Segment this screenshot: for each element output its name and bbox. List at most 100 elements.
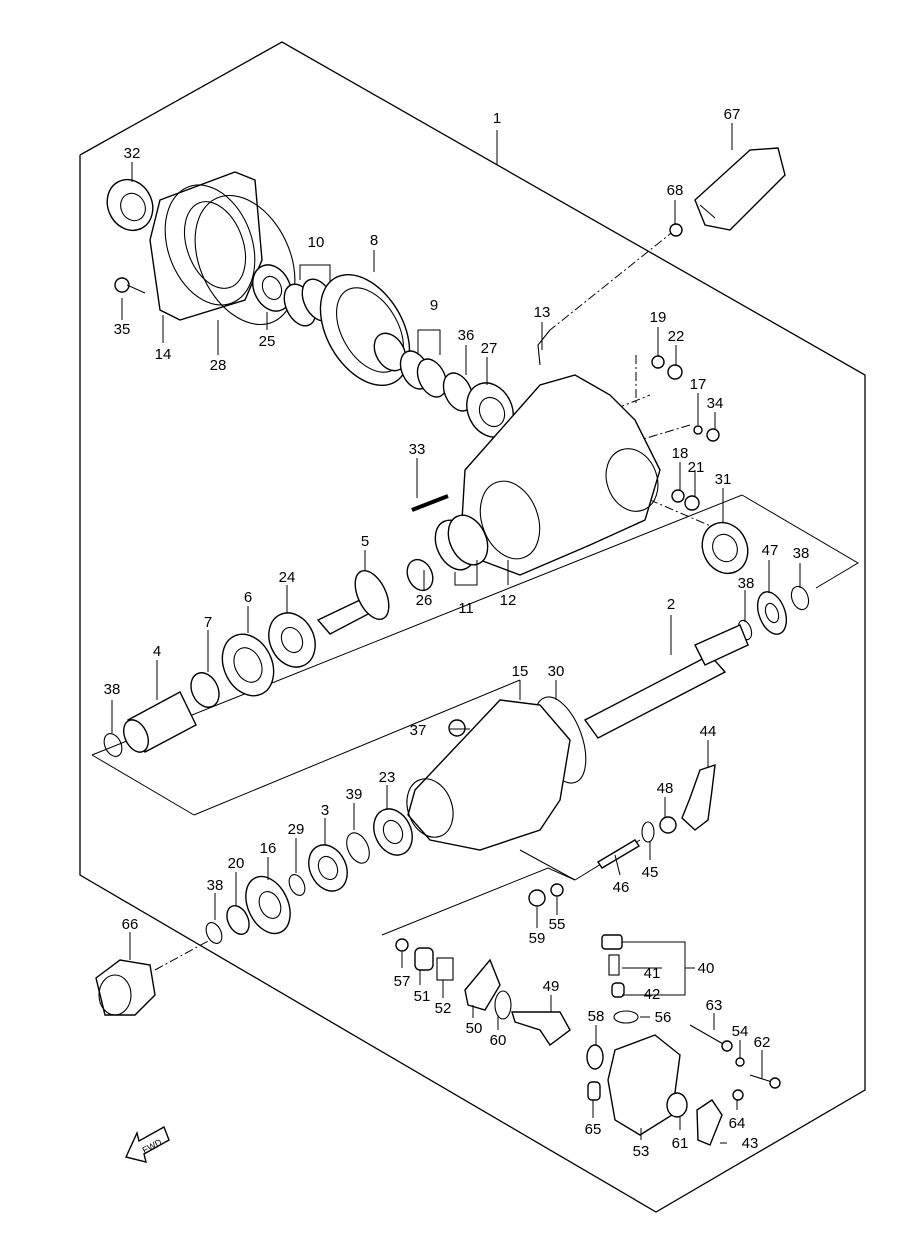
fwd-arrow-icon: FWD [125, 1125, 170, 1163]
label-14: 14 [155, 346, 172, 363]
plug-21 [684, 495, 700, 511]
label-23: 23 [379, 769, 396, 786]
seal-58 [586, 1044, 604, 1070]
label-48: 48 [657, 780, 674, 797]
lever-43 [696, 1099, 723, 1146]
label-24: 24 [279, 569, 296, 586]
label-45: 45 [642, 864, 659, 881]
oil-seal-32 [106, 178, 154, 232]
label-6: 6 [244, 589, 252, 606]
label-26: 26 [416, 592, 433, 609]
washer-55 [550, 883, 564, 897]
label-58: 58 [588, 1008, 605, 1025]
label-11: 11 [458, 600, 474, 617]
label-61: 61 [672, 1135, 689, 1152]
oil-seal-31 [701, 521, 749, 575]
shims-11 [434, 514, 489, 571]
label-59: 59 [529, 930, 546, 947]
label-29: 29 [288, 821, 305, 838]
label-20: 20 [228, 855, 245, 872]
label-35: 35 [114, 321, 131, 338]
o-ring-28 [194, 194, 296, 326]
label-51: 51 [414, 988, 431, 1005]
label-19: 19 [650, 309, 667, 326]
washer-18 [671, 489, 685, 503]
label-55: 55 [549, 916, 566, 933]
needle-bearing-26 [406, 558, 434, 592]
bearing-case-14 [149, 171, 263, 321]
plug-22 [667, 364, 683, 380]
pin-65 [587, 1081, 601, 1101]
label-33: 33 [409, 441, 426, 458]
label-32: 32 [124, 145, 141, 162]
label-54: 54 [732, 1023, 749, 1040]
bearing-25 [252, 264, 292, 312]
spring-45 [641, 821, 655, 843]
output-shaft-2 [583, 624, 749, 739]
label-40: 40 [698, 960, 715, 977]
label-56: 56 [655, 1009, 672, 1026]
label-52: 52 [435, 1000, 452, 1017]
label-8: 8 [370, 232, 378, 249]
label-31: 31 [715, 471, 732, 488]
spring-52 [436, 957, 454, 981]
label-49: 49 [543, 978, 560, 995]
label-7: 7 [204, 614, 212, 631]
label-30: 30 [548, 663, 565, 680]
cover-66 [95, 959, 156, 1016]
label-68: 68 [667, 182, 684, 199]
washer-20 [226, 905, 250, 935]
label-41: 41 [644, 965, 661, 982]
circlip-38-d [205, 922, 223, 944]
o-ring-56 [613, 1010, 639, 1024]
bolt-64 [732, 1089, 744, 1101]
label-65: 65 [585, 1121, 602, 1138]
shift-case-53 [607, 1034, 681, 1136]
washer-29 [288, 874, 306, 896]
bearing-6 [221, 633, 275, 697]
label-47: 47 [762, 542, 779, 559]
bolt-35 [114, 277, 146, 294]
washer-19 [651, 355, 665, 369]
label-64: 64 [729, 1115, 746, 1132]
label-66: 66 [122, 916, 139, 933]
label-1: 1 [493, 110, 501, 127]
label-57: 57 [394, 973, 411, 990]
bolt-63-head [721, 1040, 733, 1052]
pin-46 [597, 839, 640, 869]
label-38-left: 38 [104, 681, 121, 698]
pinion-subframe-bottom [91, 754, 195, 816]
label-36: 36 [458, 327, 475, 344]
washer-60 [494, 990, 512, 1020]
boot-67 [694, 147, 786, 231]
leader-lines [111, 123, 801, 1144]
pinion-subframe [91, 494, 859, 756]
bolt-centerline [639, 424, 691, 441]
cover-centerline [154, 939, 211, 971]
label-62: 62 [754, 1034, 771, 1051]
washer-57 [395, 938, 409, 952]
label-38-mid: 38 [738, 575, 755, 592]
label-50: 50 [466, 1020, 483, 1037]
assembly-frame [79, 41, 866, 1213]
clamp-68 [669, 223, 683, 237]
label-10: 10 [308, 234, 325, 251]
label-42: 42 [644, 986, 661, 1003]
gear-16 [245, 875, 291, 935]
label-53: 53 [633, 1143, 650, 1160]
sleeve-4 [123, 691, 197, 753]
bolt-62 [749, 1074, 773, 1083]
label-17: 17 [690, 376, 707, 393]
label-38-low: 38 [207, 877, 224, 894]
pinion-subframe-link [193, 679, 521, 816]
label-39: 39 [346, 786, 363, 803]
part-labels: 1 32 10 8 35 14 28 25 9 13 36 27 67 68 1… [104, 106, 810, 1160]
ring-gear-8 [319, 273, 411, 387]
label-67: 67 [724, 106, 741, 123]
label-28: 28 [210, 357, 227, 374]
label-22: 22 [668, 328, 685, 345]
label-25: 25 [259, 333, 276, 350]
label-4: 4 [153, 643, 161, 660]
bushing-51 [414, 947, 434, 971]
shift-subframe-diag [519, 849, 576, 881]
